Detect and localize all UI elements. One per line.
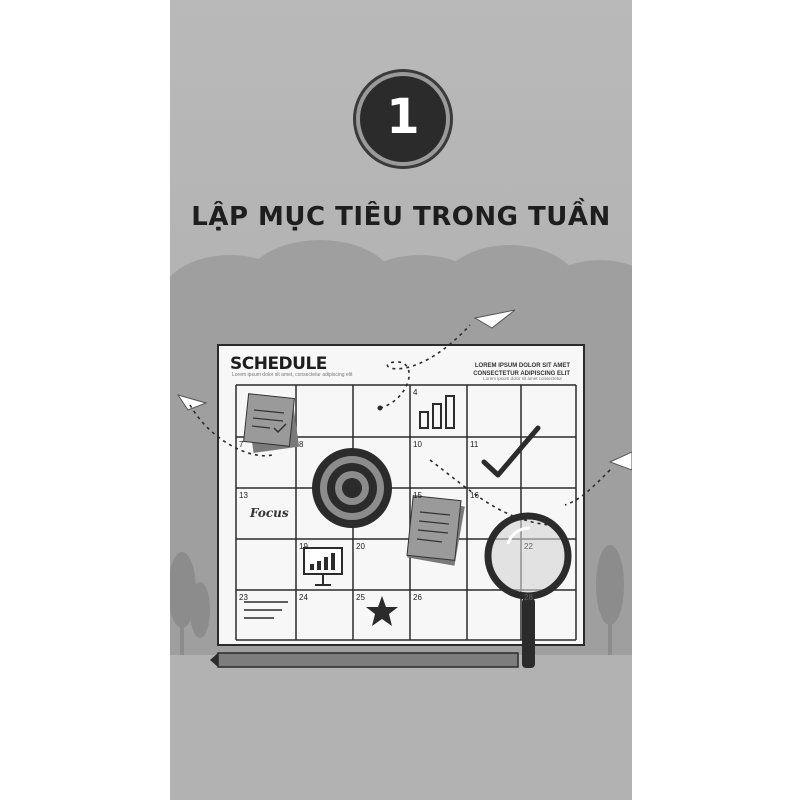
day-number: 4 [413,388,418,397]
day-number: 11 [470,440,479,449]
day-number: 13 [239,491,248,500]
checkmark-icon [481,425,541,478]
paper-plane-icon [176,309,632,471]
chapter-number: 1 [386,89,420,145]
day-number: 16 [470,491,479,500]
schedule-header-right: LOREM IPSUM DOLOR SIT AMET CONSECTETUR A… [473,362,570,378]
presentation-board-icon [303,547,343,586]
day-number: 24 [299,593,308,602]
day-number: 8 [299,440,304,449]
day-number: 22 [524,542,533,551]
day-number: 7 [239,440,244,449]
schedule-header-line2: CONSECTETUR ADIPISCING ELIT [473,371,570,377]
sticky-note-icon [243,393,300,453]
text-lines [244,601,288,619]
tree-icon [170,545,624,660]
day-number: 23 [239,593,248,602]
sticky-note-icon [406,495,465,566]
focus-label: Focus [250,506,289,520]
pencil-icon [210,652,519,668]
day-number: 10 [413,440,422,449]
day-number: 28 [524,593,533,602]
magnifying-glass-icon [484,512,572,668]
schedule-subtitle: Lorem ipsum dolor sit amet, consectetur … [232,372,353,378]
day-number: 15 [413,491,422,500]
day-number: 19 [299,542,308,551]
dashed-path [189,324,611,526]
schedule-header-small: Lorem ipsum dolor sit amet consectetur [483,376,562,381]
chapter-title: LẬP MỤC TIÊU TRONG TUẦN [191,202,611,232]
schedule-title: SCHEDULE [230,354,327,374]
chapter-number-badge: 1 [356,72,450,166]
schedule-header-line1: LOREM IPSUM DOLOR SIT AMET [474,363,570,369]
target-icon [312,448,392,528]
schedule-illustration [170,240,632,800]
day-number: 25 [356,593,365,602]
star-icon [366,596,398,626]
day-number: 20 [356,542,365,551]
bar-chart-icon [419,395,455,429]
book-page: 1 LẬP MỤC TIÊU TRONG TUẦN [170,0,632,800]
day-number: 26 [413,593,422,602]
